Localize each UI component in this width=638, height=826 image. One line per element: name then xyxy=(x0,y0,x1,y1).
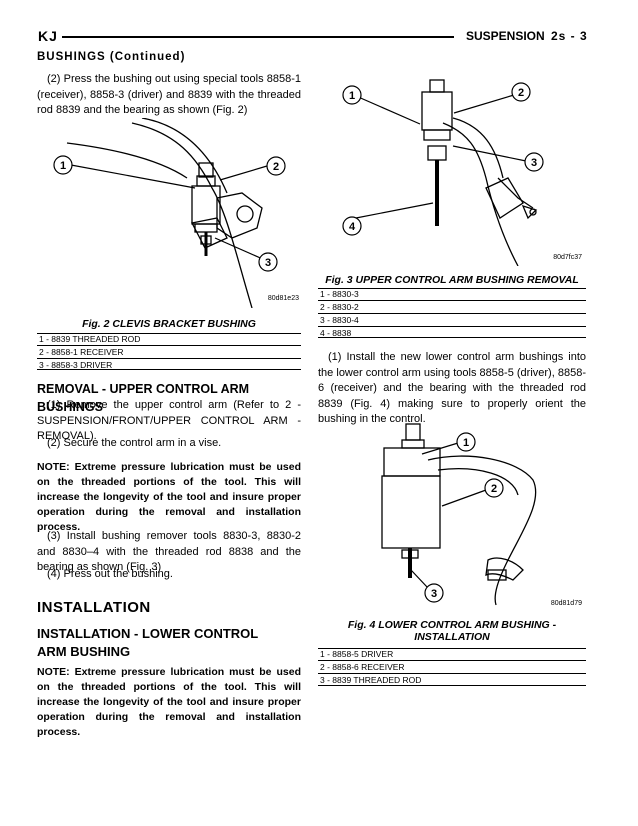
fig3-callout-2: 2 xyxy=(511,82,531,102)
legend-item: 1 - 8858-5 DRIVER xyxy=(318,648,586,661)
legend-item: 3 - 8839 THREADED ROD xyxy=(320,675,422,685)
lubrication-note-1: NOTE: Extreme pressure lubrication must … xyxy=(37,461,301,533)
install-lower-heading: INSTALLATION - LOWER CONTROL ARM BUSHING xyxy=(37,626,258,659)
fig3-caption: Fig. 3 UPPER CONTROL ARM BUSHING REMOVAL xyxy=(325,274,579,286)
fig4-callout-3: 3 xyxy=(424,583,444,603)
legend-item: 1 - 8830-3 xyxy=(318,288,586,301)
header-rule xyxy=(62,36,454,38)
svg-text:2: 2 xyxy=(273,161,279,173)
fig4-caption-rule xyxy=(318,648,586,649)
fig2-callout-3: 3 xyxy=(258,252,278,272)
fig2-legend: 1 - 8839 THREADED ROD 2 - 8858-1 RECEIVE… xyxy=(37,333,301,371)
svg-text:1: 1 xyxy=(463,437,469,449)
fig3-legend-bottom-rule xyxy=(318,337,586,338)
fig3-callout-1: 1 xyxy=(342,85,362,105)
fig2-caption: Fig. 2 CLEVIS BRACKET BUSHING xyxy=(82,318,256,330)
press-bushing-paragraph: (2) Press the bushing out using special … xyxy=(37,73,301,116)
removal-step-3: (3) Install bushing remover tools 8830-3… xyxy=(37,530,301,573)
header-section-code: KJ xyxy=(38,28,58,44)
lubrication-note-2: NOTE: Extreme pressure lubrication must … xyxy=(37,666,301,738)
legend-item: 4 - 8838 xyxy=(320,328,352,338)
fig3-caption-rule xyxy=(318,288,586,289)
fig4-code: 80d81d79 xyxy=(551,600,582,607)
fig3-callout-3: 3 xyxy=(524,152,544,172)
header-page-number: 2s - 3 xyxy=(551,29,588,43)
section-continued-heading: BUSHINGS (Continued) xyxy=(37,51,186,63)
svg-text:2: 2 xyxy=(491,483,497,495)
fig4-legend-bottom-rule xyxy=(318,685,586,686)
header-chapter-title: SUSPENSION xyxy=(466,29,545,43)
fig2-caption-rule xyxy=(37,333,301,334)
install-step-1: (1) Install the new lower control arm bu… xyxy=(318,351,586,425)
legend-item: 2 - 8830-2 xyxy=(318,301,586,314)
svg-text:4: 4 xyxy=(349,221,356,233)
svg-text:3: 3 xyxy=(265,257,271,269)
svg-text:1: 1 xyxy=(60,160,66,172)
legend-item: 3 - 8858-3 DRIVER xyxy=(39,360,113,370)
svg-text:1: 1 xyxy=(349,90,355,102)
fig2-clevis-bracket-illustration: 1 2 3 80d81e23 xyxy=(53,118,299,308)
removal-step-1: (1) Remove the upper control arm (Refer … xyxy=(37,399,301,442)
fig2-legend-bottom-rule xyxy=(37,369,301,370)
fig2-code: 80d81e23 xyxy=(268,295,299,302)
fig3-legend: 1 - 8830-3 2 - 8830-2 3 - 8830-4 4 - 883… xyxy=(318,288,586,339)
fig4-lower-arm-illustration: 1 2 3 80d81d79 xyxy=(381,423,582,607)
fig2-callout-1: 1 xyxy=(53,155,73,175)
svg-text:3: 3 xyxy=(531,157,537,169)
removal-step-2: (2) Secure the control arm in a vise. xyxy=(47,437,222,449)
fig4-callout-2: 2 xyxy=(484,478,504,498)
fig3-code: 80d7fc37 xyxy=(553,254,582,261)
removal-upper-heading: REMOVAL - UPPER CONTROL ARM BUSHINGS xyxy=(37,382,250,414)
fig4-legend: 1 - 8858-5 DRIVER 2 - 8858-6 RECEIVER 3 … xyxy=(318,648,586,686)
svg-text:3: 3 xyxy=(431,588,437,600)
legend-item: 3 - 8830-4 xyxy=(318,314,586,327)
legend-item: 2 - 8858-6 RECEIVER xyxy=(318,661,586,674)
fig4-callout-1: 1 xyxy=(456,432,476,452)
fig3-upper-arm-illustration: 1 2 3 4 80d7fc37 xyxy=(342,79,582,266)
fig3-callout-4: 4 xyxy=(342,216,362,236)
fig4-caption: Fig. 4 LOWER CONTROL ARM BUSHING - INSTA… xyxy=(347,619,557,643)
legend-item: 1 - 8839 THREADED ROD xyxy=(37,333,301,346)
legend-item: 2 - 8858-1 RECEIVER xyxy=(37,346,301,359)
svg-text:2: 2 xyxy=(518,87,524,99)
removal-step-4: (4) Press out the bushing. xyxy=(47,568,173,580)
installation-heading: INSTALLATION xyxy=(37,599,151,616)
fig2-callout-2: 2 xyxy=(266,156,286,176)
